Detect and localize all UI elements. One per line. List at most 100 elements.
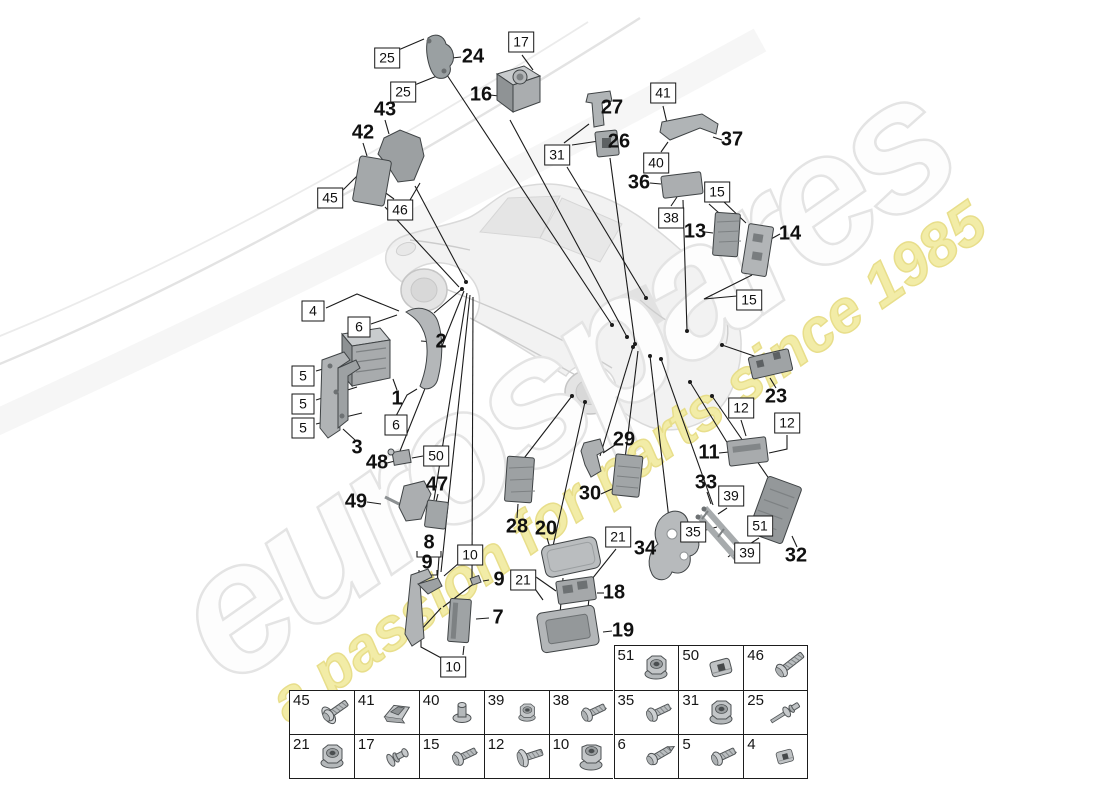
fastener-cell-5[interactable]: 5 xyxy=(678,734,744,779)
fastener-ref-6[interactable]: 6 xyxy=(384,414,408,436)
fastener-cell-46[interactable]: 46 xyxy=(743,645,809,690)
fastener-ref-50[interactable]: 50 xyxy=(423,445,449,467)
fastener-cell-number: 46 xyxy=(747,647,764,664)
fastener-ref-15[interactable]: 15 xyxy=(704,181,730,203)
part-label-47[interactable]: 47 xyxy=(425,473,449,496)
part-label-28[interactable]: 28 xyxy=(505,515,529,538)
fastener-cell-6[interactable]: 6 xyxy=(613,734,679,779)
fastener-cell-25[interactable]: 25 xyxy=(743,689,809,734)
hex-flange-nut-icon xyxy=(635,650,677,686)
fastener-cell-39[interactable]: 39 xyxy=(483,689,549,734)
fastener-ref-17[interactable]: 17 xyxy=(508,31,534,53)
large-pan-screw-icon xyxy=(506,739,548,775)
part-label-34[interactable]: 34 xyxy=(633,537,657,560)
part-11-control-unit xyxy=(726,436,769,467)
part-label-7[interactable]: 7 xyxy=(492,606,504,629)
fastener-cell-41[interactable]: 41 xyxy=(353,689,419,734)
part-label-13[interactable]: 13 xyxy=(683,220,707,243)
fastener-ref-31[interactable]: 31 xyxy=(544,144,570,166)
fastener-ref-4[interactable]: 4 xyxy=(301,300,325,322)
fastener-cell-12[interactable]: 12 xyxy=(483,734,549,779)
fastener-cell-45[interactable]: 45 xyxy=(289,689,354,734)
part-label-23[interactable]: 23 xyxy=(764,385,788,408)
part-label-11[interactable]: 11 xyxy=(698,441,720,464)
fastener-ref-39[interactable]: 39 xyxy=(734,542,760,564)
pan-head-screw-icon xyxy=(451,747,478,766)
part-label-18[interactable]: 18 xyxy=(602,581,626,604)
fastener-ref-5[interactable]: 5 xyxy=(291,365,315,387)
fastener-cell-number: 31 xyxy=(682,691,700,709)
tapping-screw-icon xyxy=(635,739,677,775)
part-label-20[interactable]: 20 xyxy=(534,517,558,540)
part-label-36[interactable]: 36 xyxy=(627,171,651,194)
part-label-49[interactable]: 49 xyxy=(344,490,368,513)
fastener-ref-15[interactable]: 15 xyxy=(736,289,762,311)
washer-screw-icon xyxy=(321,699,349,724)
part-label-19[interactable]: 19 xyxy=(611,619,635,642)
part-label-14[interactable]: 14 xyxy=(778,222,802,245)
part-label-33[interactable]: 33 xyxy=(694,471,718,494)
car-windshield xyxy=(479,195,561,239)
fastener-cell-number: 39 xyxy=(487,691,505,709)
part-label-43[interactable]: 43 xyxy=(373,98,397,121)
fastener-cell-31[interactable]: 31 xyxy=(678,689,744,734)
part-label-9[interactable]: 9 xyxy=(493,568,505,591)
fastener-cell-40[interactable]: 40 xyxy=(418,689,484,734)
fastener-cell-21[interactable]: 21 xyxy=(289,734,354,779)
fastener-ref-6[interactable]: 6 xyxy=(347,316,371,338)
fastener-ref-51[interactable]: 51 xyxy=(747,515,773,537)
fastener-cell-10[interactable]: 10 xyxy=(548,734,614,779)
fastener-ref-12[interactable]: 12 xyxy=(774,412,800,434)
fastener-ref-21[interactable]: 21 xyxy=(510,569,536,591)
part-label-3[interactable]: 3 xyxy=(351,436,363,459)
hex-flange-nut-small-icon xyxy=(517,703,536,722)
fastener-cell-51[interactable]: 51 xyxy=(613,645,679,690)
fastener-ref-46[interactable]: 46 xyxy=(387,199,413,221)
part-label-8[interactable]: 8 xyxy=(423,531,435,554)
fastener-ref-5[interactable]: 5 xyxy=(291,417,315,439)
fastener-cell-35[interactable]: 35 xyxy=(613,689,679,734)
fastener-cell-number: 17 xyxy=(357,736,375,753)
fastener-ref-5[interactable]: 5 xyxy=(291,393,315,415)
part-label-48[interactable]: 48 xyxy=(365,451,389,474)
fastener-ref-39[interactable]: 39 xyxy=(718,485,744,507)
fastener-cell-50[interactable]: 50 xyxy=(678,645,744,690)
part-label-32[interactable]: 32 xyxy=(784,544,808,567)
fastener-ref-10[interactable]: 10 xyxy=(457,544,483,566)
fastener-ref-10[interactable]: 10 xyxy=(440,656,466,678)
part-label-24[interactable]: 24 xyxy=(461,45,485,68)
fastener-ref-25[interactable]: 25 xyxy=(390,81,416,103)
cage-nut-icon xyxy=(383,704,410,724)
part-label-26[interactable]: 26 xyxy=(607,130,631,153)
clip-nut-icon xyxy=(709,657,733,678)
part-47-module xyxy=(424,499,449,530)
part-label-2[interactable]: 2 xyxy=(435,330,447,353)
fastener-ref-45[interactable]: 45 xyxy=(317,187,343,209)
hex-flange-nut-tall-icon xyxy=(579,744,603,771)
part-label-27[interactable]: 27 xyxy=(600,96,624,119)
fastener-cell-17[interactable]: 17 xyxy=(353,734,419,779)
fastener-ref-12[interactable]: 12 xyxy=(728,397,754,419)
fastener-cell-38[interactable]: 38 xyxy=(548,689,614,734)
part-24-bracket xyxy=(426,34,454,79)
fastener-ref-35[interactable]: 35 xyxy=(680,521,706,543)
fastener-cell-4[interactable]: 4 xyxy=(743,734,809,779)
part-label-16[interactable]: 16 xyxy=(469,83,493,106)
hex-flange-nut-icon xyxy=(709,700,733,724)
fastener-ref-21[interactable]: 21 xyxy=(605,526,631,548)
part-label-42[interactable]: 42 xyxy=(351,121,375,144)
fastener-ref-41[interactable]: 41 xyxy=(650,82,676,104)
part-24-hole2 xyxy=(441,68,447,74)
fastener-ref-38[interactable]: 38 xyxy=(658,207,684,229)
part-label-1[interactable]: 1 xyxy=(391,387,403,410)
part-label-9[interactable]: 9 xyxy=(421,551,433,574)
fastener-ref-25[interactable]: 25 xyxy=(374,47,400,69)
part-label-29[interactable]: 29 xyxy=(612,428,636,451)
part-label-30[interactable]: 30 xyxy=(578,482,602,505)
fastener-cell-15[interactable]: 15 xyxy=(418,734,484,779)
fastener-cell-number: 35 xyxy=(617,691,635,709)
fastener-cell-number: 12 xyxy=(487,736,505,753)
fastener-ref-40[interactable]: 40 xyxy=(643,152,669,174)
part-label-37[interactable]: 37 xyxy=(720,128,744,151)
